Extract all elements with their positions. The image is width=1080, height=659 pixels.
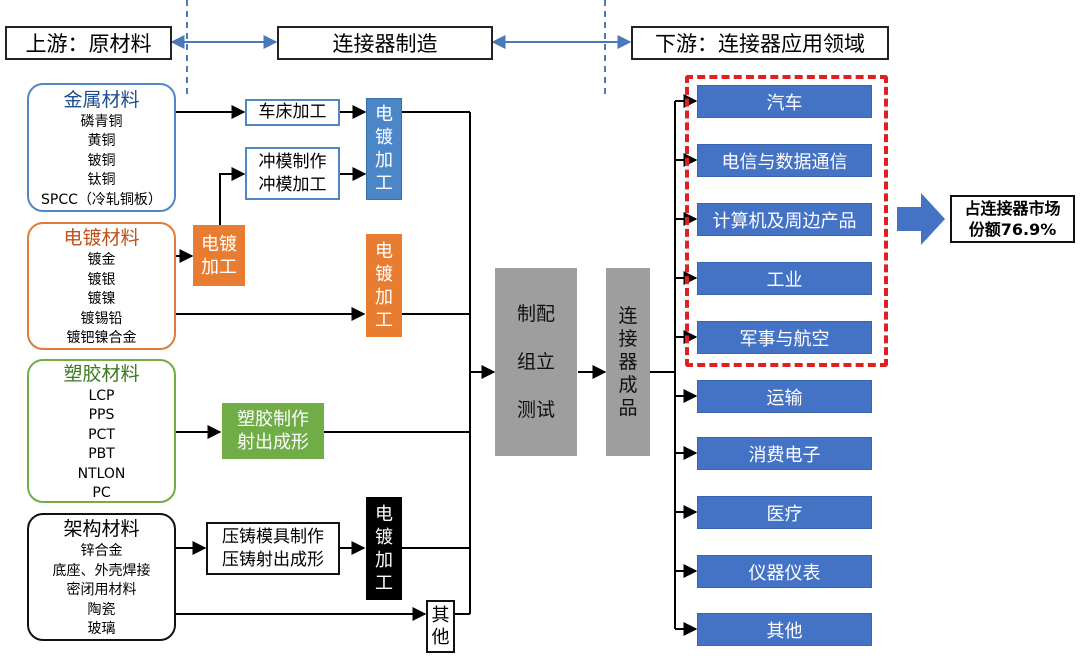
plastic-materials-box: 塑胶材料 LCP PPS PCT PBT NTLON PC (27, 359, 176, 503)
material-item: 镀锡铅 (80, 310, 123, 327)
other-char: 他 (431, 626, 450, 648)
material-item: SPCC（冷轧铜板） (41, 191, 162, 208)
header-downstream: 下游：连接器应用领域 (631, 26, 889, 60)
plating-char: 镀 (375, 263, 393, 285)
stamping-box: 冲模制作 冲模加工 (245, 147, 340, 200)
frame-materials-title: 架构材料 (63, 518, 140, 541)
stamping-label: 冲模制作 (258, 151, 327, 172)
plating-process-blue: 电 镀 加 工 (366, 98, 402, 200)
assembly-test-box: 制配 组立 测试 (495, 268, 577, 456)
plastic-molding-label: 塑胶制作 (237, 409, 309, 430)
plating-char: 电 (375, 240, 393, 262)
plating-char: 镀 (375, 526, 393, 548)
plastic-molding-label: 射出成形 (237, 432, 309, 453)
material-item: 锌合金 (80, 543, 123, 560)
plating-process-label: 加工 (201, 256, 237, 278)
finished-connector-box: 连 接 器 成 品 (606, 268, 650, 456)
die-casting-label: 压铸模具制作 (222, 526, 324, 547)
plating-char: 加 (375, 549, 393, 571)
plating-char: 工 (375, 572, 393, 594)
material-item: 玻璃 (87, 621, 116, 638)
plating-char: 镀 (375, 127, 393, 148)
material-item: PBT (88, 446, 115, 462)
plating-char: 工 (375, 309, 393, 331)
material-item: PCT (88, 426, 115, 443)
material-item: 镀银 (87, 271, 116, 288)
header-manufacturing: 连接器制造 (277, 26, 493, 60)
material-item: PPS (88, 407, 115, 423)
die-casting-box: 压铸模具制作 压铸射出成形 (206, 522, 340, 575)
material-item: 镀金 (87, 252, 116, 269)
material-item: 镀钯镍合金 (66, 330, 137, 347)
other-process-box: 其 他 (426, 600, 455, 653)
plating-process-black: 电 镀 加 工 (366, 497, 402, 600)
plating-process-small: 电镀 加工 (193, 225, 245, 286)
plating-materials-box: 电镀材料 镀金 镀银 镀镍 镀锡铅 镀钯镍合金 (27, 222, 176, 350)
market-share-line: 份额76.9% (968, 220, 1057, 239)
material-item: 镀镍 (87, 291, 116, 308)
market-share-arrow (897, 193, 945, 245)
app-instruments: 仪器仪表 (697, 555, 872, 588)
app-medical: 医疗 (697, 496, 872, 529)
material-item: 黄铜 (87, 133, 116, 150)
assembly-label: 测试 (516, 399, 555, 421)
material-item: 陶瓷 (87, 601, 116, 618)
plating-char: 加 (375, 150, 393, 171)
app-computer: 计算机及周边产品 (697, 203, 872, 236)
other-char: 其 (431, 604, 450, 626)
plating-char: 加 (375, 286, 393, 308)
plating-char: 电 (375, 503, 393, 525)
frame-materials-box: 架构材料 锌合金 底座、外壳焊接 密闭用材料 陶瓷 玻璃 (27, 513, 176, 641)
market-share-box: 占连接器市场 份额76.9% (950, 195, 1075, 243)
stamping-label: 冲模加工 (258, 174, 327, 195)
top-five-highlight (685, 75, 888, 367)
plating-char: 电 (375, 104, 393, 125)
plastic-molding-box: 塑胶制作 射出成形 (222, 403, 324, 459)
market-share-line: 占连接器市场 (964, 199, 1061, 218)
finished-char: 成 (618, 373, 638, 396)
header-upstream: 上游：原材料 (5, 26, 172, 60)
material-item: LCP (88, 387, 115, 404)
plating-char: 工 (375, 173, 393, 194)
plating-process-orange: 电 镀 加 工 (366, 234, 402, 337)
assembly-label: 组立 (516, 351, 555, 373)
material-item: 密闭用材料 (66, 582, 137, 599)
app-transport: 运输 (697, 380, 872, 413)
lathe-processing-label: 车床加工 (258, 102, 327, 122)
lathe-processing-box: 车床加工 (245, 99, 340, 126)
finished-char: 接 (618, 327, 638, 350)
material-item: 钛铜 (87, 172, 116, 189)
assembly-label: 制配 (516, 303, 555, 325)
metal-materials-title: 金属材料 (63, 88, 140, 111)
finished-char: 品 (618, 396, 638, 419)
finished-char: 器 (618, 350, 638, 373)
app-telecom: 电信与数据通信 (697, 144, 872, 177)
material-item: PC (92, 485, 111, 501)
app-consumer-electronics: 消费电子 (697, 437, 872, 470)
material-item: 磷青铜 (80, 113, 123, 130)
app-military-aerospace: 军事与航空 (697, 321, 872, 354)
app-industrial: 工业 (697, 262, 872, 295)
plating-process-label: 电镀 (201, 233, 237, 255)
finished-char: 连 (618, 304, 638, 327)
material-item: 铍铜 (87, 152, 116, 169)
plastic-materials-title: 塑胶材料 (63, 362, 140, 385)
die-casting-label: 压铸射出成形 (222, 549, 324, 570)
app-other: 其他 (697, 613, 872, 646)
plating-materials-title: 电镀材料 (63, 227, 140, 250)
material-item: NTLON (77, 465, 126, 482)
metal-materials-box: 金属材料 磷青铜 黄铜 铍铜 钛铜 SPCC（冷轧铜板） (27, 83, 176, 212)
app-automotive: 汽车 (697, 85, 872, 118)
material-item: 底座、外壳焊接 (52, 562, 151, 579)
